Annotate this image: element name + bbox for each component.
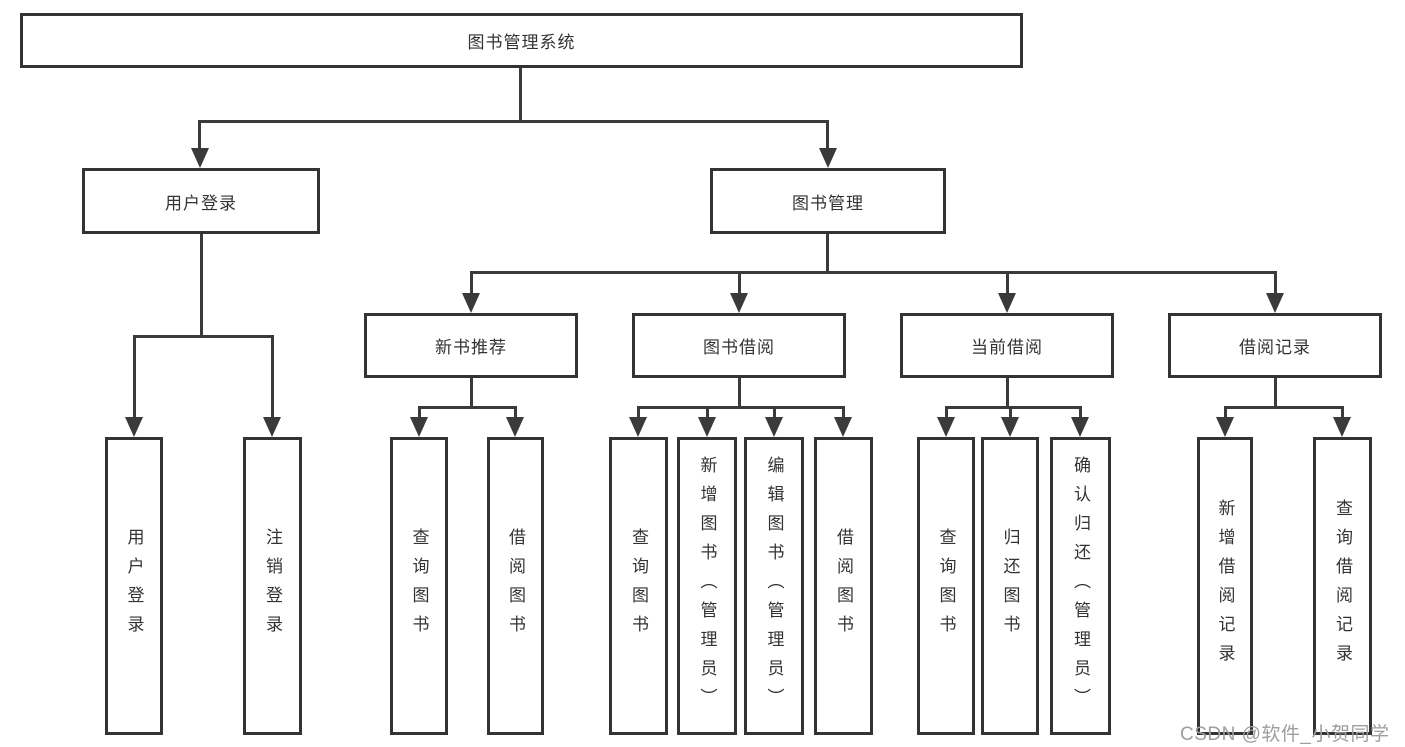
connector-drop-leaf — [1224, 406, 1227, 419]
connector-child-bar — [945, 406, 1081, 409]
node-book-borrowing-label: 图书借阅 — [703, 338, 775, 357]
leaf-confirm-return-admin: 确认归还（管理员） — [1050, 437, 1111, 735]
connector-drop-leaf — [637, 406, 640, 419]
arrow-down-icon — [263, 417, 281, 437]
node-book-management-group: 图书管理 — [710, 168, 946, 234]
node-root-label: 图书管理系统 — [467, 33, 576, 52]
connector-drop-leaf — [1009, 406, 1012, 419]
arrow-down-icon — [125, 417, 143, 437]
connector-root-bar — [199, 120, 829, 123]
connector-group-stem — [1006, 378, 1009, 409]
node-book-borrowing: 图书借阅 — [632, 313, 846, 378]
connector-group-stem — [470, 378, 473, 409]
connector-drop-book-management — [826, 120, 829, 150]
node-current-borrowing-label: 当前借阅 — [971, 338, 1043, 357]
arrow-down-icon — [1216, 417, 1234, 437]
arrow-down-icon — [1333, 417, 1351, 437]
arrow-down-icon — [819, 148, 837, 168]
leaf-edit-books-admin: 编辑图书（管理员） — [744, 437, 804, 735]
arrow-down-icon — [629, 417, 647, 437]
leaf-borrow-books-recommend: 借阅图书 — [487, 437, 544, 735]
leaf-return-books: 归还图书 — [981, 437, 1039, 735]
leaf-query-borrow-record-label: 查询借阅记录 — [1333, 499, 1352, 673]
arrow-down-icon — [191, 148, 209, 168]
leaf-confirm-return-admin-label: 确认归还（管理员） — [1071, 455, 1090, 717]
connector-drop-user-login — [198, 120, 201, 150]
connector-drop-leaf — [945, 406, 948, 419]
connector-drop-leaf — [514, 406, 517, 419]
leaf-query-borrow-record: 查询借阅记录 — [1313, 437, 1372, 735]
leaf-query-books-recommend-label: 查询图书 — [409, 528, 429, 644]
connector-drop-group — [1274, 271, 1277, 295]
connector-drop-leaf — [773, 406, 776, 419]
leaf-borrow-books-recommend-label: 借阅图书 — [506, 528, 525, 644]
leaf-add-books-admin-label: 新增图书（管理员） — [697, 455, 717, 717]
arrow-down-icon — [698, 417, 716, 437]
node-book-management-group-label: 图书管理 — [792, 193, 864, 213]
arrow-down-icon — [998, 293, 1016, 313]
arrow-down-icon — [1266, 293, 1284, 313]
leaf-return-books-label: 归还图书 — [1000, 528, 1020, 644]
leaf-query-books-current: 查询图书 — [917, 437, 975, 735]
connector-child-bar — [418, 406, 517, 409]
connector-drop-group — [1006, 271, 1009, 295]
connector-drop-group — [738, 271, 741, 295]
connector-root-stem — [519, 68, 522, 120]
leaf-borrow-books-borrowing-label: 借阅图书 — [834, 528, 853, 644]
leaf-query-books-current-label: 查询图书 — [936, 528, 956, 644]
node-current-borrowing: 当前借阅 — [900, 313, 1114, 378]
node-borrowing-records: 借阅记录 — [1168, 313, 1382, 378]
node-user-login-group: 用户登录 — [82, 168, 320, 234]
leaf-edit-books-admin-label: 编辑图书（管理员） — [764, 455, 784, 717]
arrow-down-icon — [765, 417, 783, 437]
arrow-down-icon — [1071, 417, 1089, 437]
connector-book-management-stem — [826, 234, 829, 274]
connector-drop-leaf — [1341, 406, 1344, 419]
leaf-add-books-admin: 新增图书（管理员） — [677, 437, 737, 735]
arrow-down-icon — [410, 417, 428, 437]
connector-group-stem — [1274, 378, 1277, 409]
connector-user-login-stem — [200, 234, 203, 335]
arrow-down-icon — [462, 293, 480, 313]
arrow-down-icon — [1001, 417, 1019, 437]
connector-drop-leaf — [706, 406, 709, 419]
leaf-add-borrow-record: 新增借阅记录 — [1197, 437, 1253, 735]
arrow-down-icon — [834, 417, 852, 437]
connector-child-bar — [637, 406, 845, 409]
node-new-book-recommend-label: 新书推荐 — [435, 338, 507, 357]
leaf-query-books-borrowing-label: 查询图书 — [629, 528, 648, 644]
node-borrowing-records-label: 借阅记录 — [1239, 338, 1311, 357]
leaf-logout: 注销登录 — [243, 437, 302, 735]
csdn-watermark: CSDN @软件_小贺同学 — [1180, 724, 1390, 745]
connector-drop-leaf — [271, 335, 274, 419]
leaf-user-login: 用户登录 — [105, 437, 163, 735]
connector-drop-leaf — [418, 406, 421, 419]
connector-child-bar — [1224, 406, 1343, 409]
leaf-query-books-recommend: 查询图书 — [390, 437, 448, 735]
arrow-down-icon — [730, 293, 748, 313]
leaf-user-login-label: 用户登录 — [124, 528, 144, 644]
leaf-logout-label: 注销登录 — [263, 528, 282, 644]
node-user-login-group-label: 用户登录 — [165, 193, 237, 213]
arrow-down-icon — [937, 417, 955, 437]
node-new-book-recommend: 新书推荐 — [364, 313, 578, 378]
leaf-query-books-borrowing: 查询图书 — [609, 437, 668, 735]
leaf-borrow-books-borrowing: 借阅图书 — [814, 437, 873, 735]
connector-drop-leaf — [842, 406, 845, 419]
connector-drop-leaf — [133, 335, 136, 419]
connector-distribution-bar — [471, 271, 1277, 274]
arrow-down-icon — [506, 417, 524, 437]
connector-user-login-bar — [133, 335, 274, 338]
connector-drop-group — [470, 271, 473, 295]
connector-drop-leaf — [1079, 406, 1082, 419]
node-root: 图书管理系统 — [20, 13, 1023, 68]
connector-group-stem — [738, 378, 741, 409]
leaf-add-borrow-record-label: 新增借阅记录 — [1215, 499, 1235, 673]
